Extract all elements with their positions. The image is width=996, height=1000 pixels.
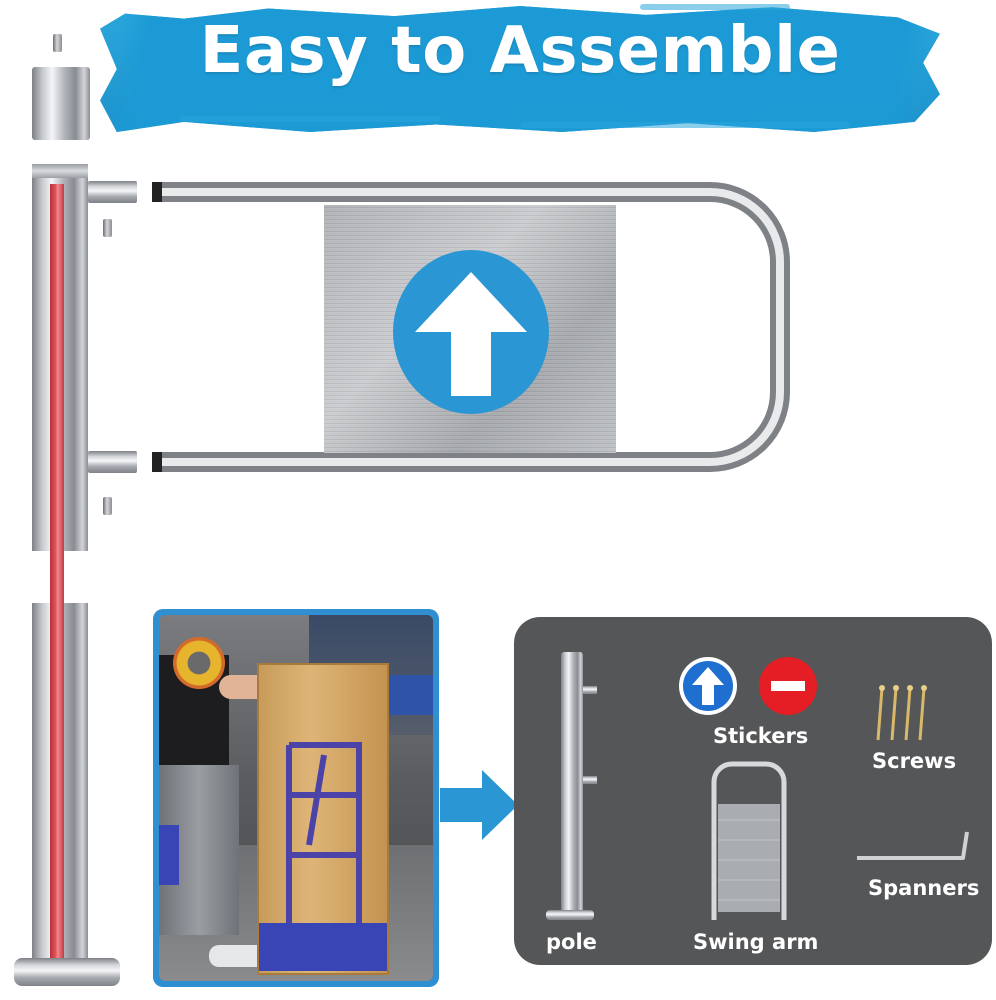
photo-tape-dispenser <box>173 637 225 689</box>
stub-pin-lower <box>103 497 112 515</box>
banner-brush-streak <box>180 116 440 122</box>
photo-person-shoe <box>209 945 269 967</box>
right-arrow-icon <box>440 770 518 840</box>
up-arrow-icon <box>679 657 737 715</box>
photo-cardboard-box <box>257 663 389 975</box>
swing-arm-frame <box>152 182 790 472</box>
pole-collar <box>32 164 88 178</box>
banner-brush-streak <box>520 122 850 128</box>
box-gate-drawing <box>286 742 362 925</box>
pole-top-pin <box>53 34 62 52</box>
pole-base <box>14 958 120 986</box>
screws-label: Screws <box>872 749 957 773</box>
pole-red-strip <box>50 184 64 960</box>
spanners-label: Spanners <box>868 876 980 900</box>
unboxing-photo-frame <box>153 609 439 987</box>
pole-part-base <box>546 910 594 920</box>
pole-upper-stub <box>88 181 137 203</box>
stub-pin-upper <box>103 219 112 237</box>
spanner-icon <box>857 831 969 860</box>
no-entry-icon <box>759 657 817 715</box>
title-banner <box>100 6 940 132</box>
page-title: Easy to Assemble <box>199 14 841 88</box>
pole-part-stub <box>583 686 597 694</box>
pole-label: pole <box>546 930 597 954</box>
photo-blue-crate <box>389 675 433 715</box>
unboxing-photo <box>159 615 433 981</box>
pole-part-stub <box>583 776 597 784</box>
box-blue-label <box>259 923 387 971</box>
pole-part-image <box>561 652 583 914</box>
pole-cap <box>32 67 90 140</box>
photo-box-edge <box>159 825 179 885</box>
screws-icon <box>876 685 927 741</box>
up-arrow-icon <box>393 250 549 414</box>
stickers-label: Stickers <box>713 724 809 748</box>
banner-brush-streak <box>640 4 790 10</box>
swing-arm-part-image <box>711 761 787 920</box>
swing-arm-label: Swing arm <box>693 930 819 954</box>
pole-lower-stub <box>88 451 137 473</box>
